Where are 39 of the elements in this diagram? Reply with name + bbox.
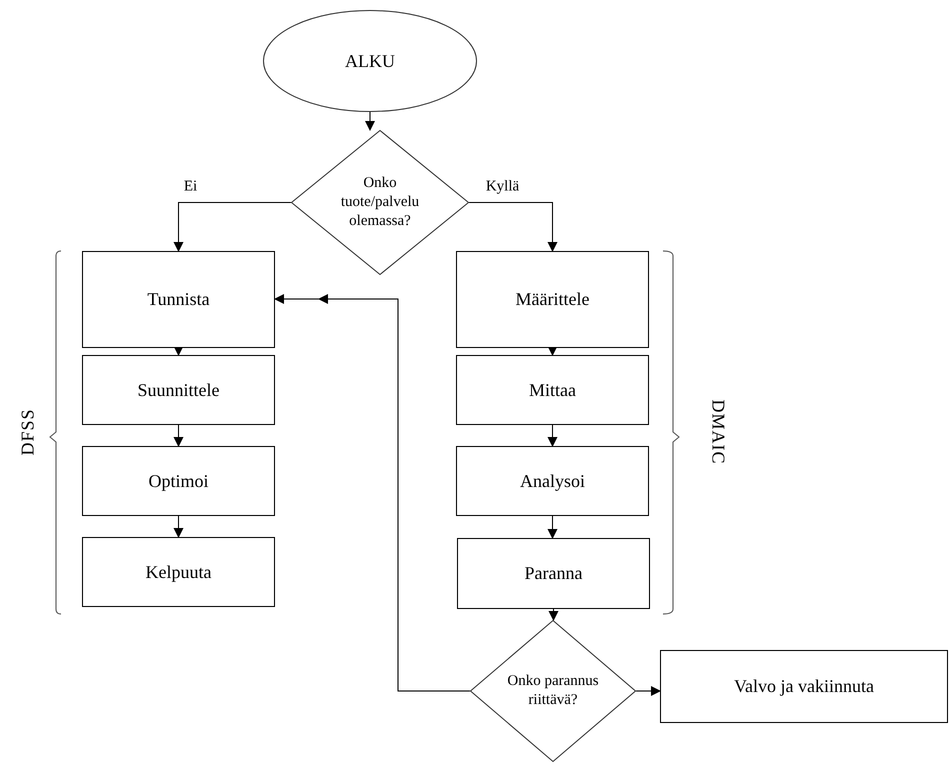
arrow <box>174 346 184 356</box>
process-box <box>660 650 948 723</box>
bracket-label: DFSS <box>18 408 38 456</box>
node-label: Onko tuote/palvelu olemassa? <box>340 174 420 231</box>
node-label: Valvo ja vakiinnuta <box>734 675 874 698</box>
node-label: Suunnittele <box>138 378 220 402</box>
arrow <box>636 686 661 696</box>
arrow <box>468 202 558 252</box>
node-label: Määrittele <box>516 288 590 311</box>
bracket-label: DMAIC <box>708 400 728 464</box>
decision-diamond <box>470 620 636 762</box>
node-label: Optimoi <box>148 470 208 492</box>
process-box <box>82 537 275 607</box>
process-box <box>456 355 649 425</box>
edge-label: Kyllä <box>484 178 522 195</box>
process-box <box>82 355 275 425</box>
node-label: Mittaa <box>529 378 576 402</box>
arrow <box>548 516 558 539</box>
node-label: Tunnista <box>147 288 210 311</box>
node-label: Analysoi <box>520 470 585 492</box>
decision-diamond <box>291 130 469 275</box>
arrow <box>548 608 558 621</box>
node-label: Kelpuuta <box>146 560 212 584</box>
arrow <box>174 516 184 538</box>
arrow <box>274 294 470 692</box>
arrow <box>174 202 292 252</box>
start-ellipse <box>263 10 477 112</box>
arrow <box>174 424 184 447</box>
process-box <box>457 538 650 609</box>
arrow <box>548 346 558 356</box>
node-label: Paranna <box>524 562 582 585</box>
node-label: Onko parannus riittävä? <box>506 672 600 710</box>
arrow <box>548 424 558 447</box>
process-box <box>82 251 275 348</box>
node-label: ALKU <box>345 50 395 72</box>
process-box <box>456 251 649 348</box>
arrow <box>365 112 375 131</box>
process-box <box>456 446 649 516</box>
process-box <box>82 446 275 516</box>
